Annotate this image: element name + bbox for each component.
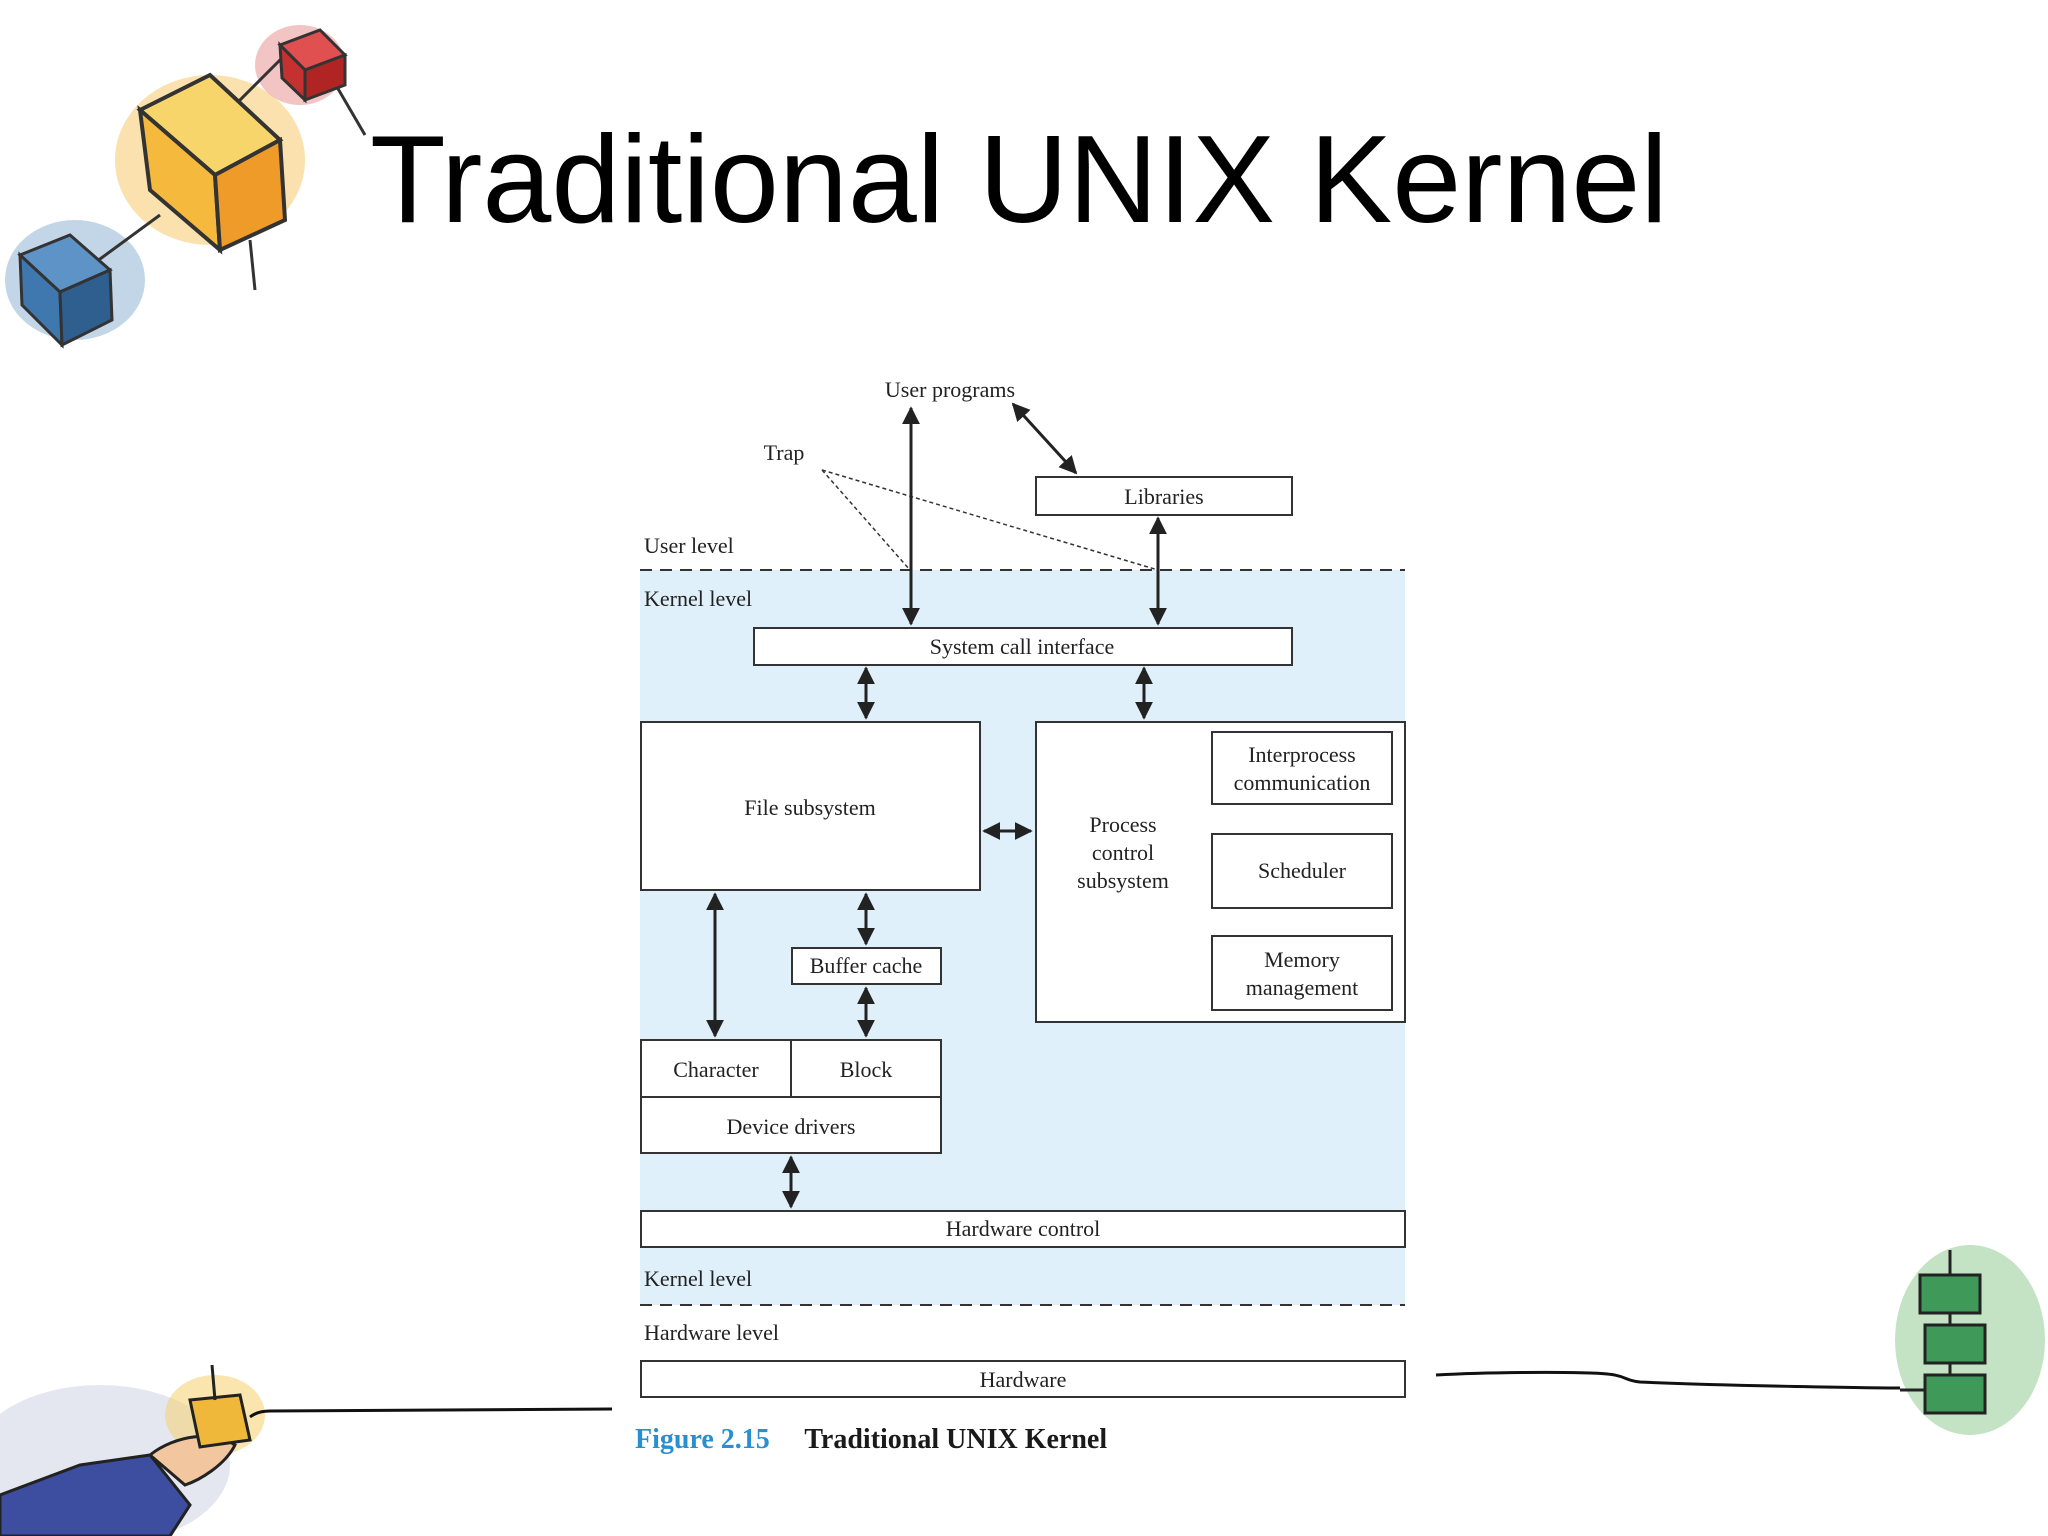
process-control-label-1: Process: [1089, 812, 1156, 837]
cubes-clipart-top-left: [5, 25, 367, 349]
device-drivers-label: Device drivers: [727, 1114, 856, 1139]
buffer-cache-label: Buffer cache: [810, 953, 923, 978]
unix-kernel-diagram: User level Kernel level Kernel level Har…: [640, 377, 1406, 1398]
trap-label: Trap: [764, 440, 805, 465]
process-control-label-3: subsystem: [1077, 868, 1169, 893]
scheduler-label: Scheduler: [1258, 858, 1347, 883]
network-line-clipart: [1435, 1370, 1901, 1390]
figure-number: Figure 2.15: [635, 1424, 770, 1455]
system-call-interface-label: System call interface: [930, 634, 1114, 659]
scheduler-box: [1211, 833, 1393, 909]
memory-management-label-2: management: [1246, 975, 1358, 1000]
libraries-label: Libraries: [1124, 484, 1203, 509]
hardware-control-label: Hardware control: [946, 1216, 1101, 1241]
process-control-label-2: control: [1092, 840, 1154, 865]
ipc-box: [1211, 731, 1393, 805]
memory-management-label-1: Memory: [1264, 947, 1340, 972]
buffer-cache-box: [791, 947, 942, 985]
hand-cube-clipart: [0, 1364, 613, 1536]
memory-management-box: [1211, 935, 1393, 1011]
file-subsystem-label: File subsystem: [744, 795, 875, 820]
file-subsystem-box: [640, 721, 981, 891]
kernel-level-top-label: Kernel level: [644, 586, 752, 611]
hardware-box: [640, 1360, 1406, 1398]
trap-line-left: [821, 469, 911, 571]
stacked-boxes-clipart: [1895, 1245, 2045, 1435]
character-label: Character: [673, 1057, 759, 1082]
ipc-label-2: communication: [1234, 770, 1371, 795]
hardware-label: Hardware: [980, 1367, 1067, 1392]
kernel-level-bottom-label: Kernel level: [644, 1266, 752, 1291]
system-call-interface-box: [753, 627, 1293, 666]
hardware-level-label: Hardware level: [644, 1320, 779, 1345]
ipc-label-1: Interprocess: [1248, 742, 1356, 767]
trap-line-right: [821, 469, 1159, 571]
block-label: Block: [840, 1057, 893, 1082]
figure-title: Traditional UNIX Kernel: [804, 1424, 1108, 1455]
user-programs-label: User programs: [885, 377, 1015, 402]
hardware-control-box: [640, 1210, 1406, 1248]
user-programs-libraries-arrow: [1011, 402, 1078, 475]
slide-title: Traditional UNIX Kernel: [370, 111, 1668, 249]
user-level-label: User level: [644, 533, 734, 558]
figure-caption: Figure 2.15 Traditional UNIX Kernel: [635, 1424, 1107, 1456]
libraries-box: [1035, 476, 1293, 516]
